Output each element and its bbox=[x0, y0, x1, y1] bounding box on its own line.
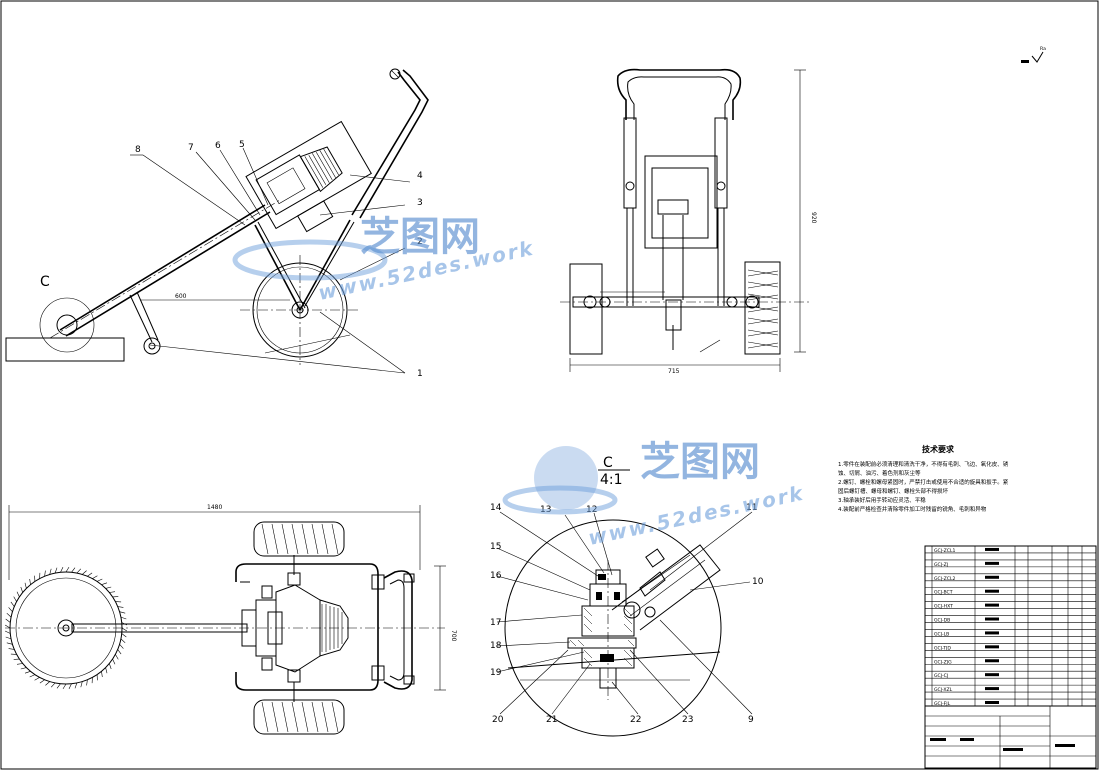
front-view bbox=[560, 68, 810, 372]
detail-hatching bbox=[569, 607, 635, 667]
watermark-url-2: www.52des.work bbox=[586, 481, 807, 550]
watermark-brand-2: 芝图网 bbox=[640, 439, 760, 485]
tech-req-line-1: 1.零件在装配前必须清理和清洗干净，不得有毛刺、飞边、氧化皮、锈 bbox=[838, 460, 1009, 468]
balloon-22: 22 bbox=[630, 715, 641, 725]
dim-overall-length: 1480 bbox=[207, 504, 222, 511]
balloon-20: 20 bbox=[492, 715, 504, 725]
detail-scale: 4:1 bbox=[600, 472, 623, 488]
dim-front-width: 715 bbox=[668, 368, 680, 375]
balloon-5: 5 bbox=[239, 140, 245, 150]
roughness-text: Ra bbox=[1040, 46, 1046, 52]
balloon-23: 23 bbox=[682, 715, 693, 725]
parts-list-code: GCJ-FJL bbox=[934, 701, 951, 707]
balloon-19: 19 bbox=[490, 668, 502, 678]
top-view bbox=[4, 505, 446, 735]
parts-list-code: GCJ-ZCL1 bbox=[934, 548, 956, 554]
tire-tread bbox=[747, 269, 779, 349]
parts-list-code: GCJ-ZCL2 bbox=[934, 576, 956, 582]
balloon-9: 9 bbox=[748, 715, 754, 725]
balloon-1: 1 bbox=[417, 369, 423, 379]
tech-req-line-4: 固后螺钉槽、螺母和螺钉、螺栓头部不得损坏 bbox=[838, 487, 949, 495]
dim-side-length: 600 bbox=[175, 293, 187, 300]
tech-req-line-2: 蚀、切屑、油污、着色剂和灰尘等 bbox=[838, 469, 921, 477]
balloon-14: 14 bbox=[490, 503, 502, 513]
detail-label-c: C bbox=[603, 455, 613, 471]
saw-teeth bbox=[4, 566, 128, 690]
parts-list-code: GCJ-DB bbox=[934, 618, 950, 624]
watermark: 芝图网 www.52des.work bbox=[232, 214, 537, 305]
dim-side-width: 700 bbox=[450, 630, 457, 642]
balloon-11: 11 bbox=[746, 503, 757, 513]
watermark-brand: 芝图网 bbox=[360, 214, 480, 260]
parts-list-code: GCJ-LB bbox=[934, 631, 949, 637]
parts-list-code: GCJ-HXT bbox=[934, 604, 953, 610]
parts-list-code: GCJ-BCT bbox=[934, 590, 953, 596]
tech-req-line-3: 2.螺钉、螺栓和螺母紧固时，严禁打击或使用不合适的旋具和扳手。紧 bbox=[838, 478, 1009, 486]
front-view-labels: 715 920 bbox=[668, 212, 817, 375]
parts-list-code: GCJ-ZJ bbox=[934, 562, 948, 568]
side-view bbox=[5, 68, 429, 374]
parts-list-code: GCJ-ZJG bbox=[934, 659, 952, 665]
parts-list-code: GCJ-TJD bbox=[934, 645, 951, 651]
parts-list-code: GCJ-CJ bbox=[934, 673, 948, 679]
balloon-7: 7 bbox=[188, 143, 194, 153]
balloon-4: 4 bbox=[417, 171, 423, 181]
balloon-18: 18 bbox=[490, 641, 502, 651]
parts-list-code: GCJ-XZL bbox=[934, 687, 953, 693]
tech-req-line-6: 4.装配前严格检查并清除零件加工时残留的锐角、毛刺和异物 bbox=[838, 505, 987, 513]
side-view-labels: 8 7 6 5 4 3 2 1 C 600 bbox=[40, 140, 423, 379]
balloon-2: 2 bbox=[417, 237, 423, 247]
watermark-2: 芝图网 www.52des.work bbox=[502, 439, 807, 550]
roughness-symbol: Ra bbox=[1021, 46, 1046, 63]
balloon-17: 17 bbox=[490, 618, 501, 628]
section-label-c: C bbox=[40, 274, 50, 290]
balloon-16: 16 bbox=[490, 571, 502, 581]
tech-requirements-title: 技术要求 bbox=[922, 444, 955, 454]
balloon-15: 15 bbox=[490, 542, 501, 552]
balloon-3: 3 bbox=[417, 198, 423, 208]
tech-req-line-5: 3.轴承装好后用手转动应灵活、平稳 bbox=[838, 496, 926, 504]
balloon-21: 21 bbox=[546, 715, 557, 725]
tech-requirements: 技术要求 1.零件在装配前必须清理和清洗干净，不得有毛刺、飞边、氧化皮、锈 蚀、… bbox=[838, 444, 1009, 513]
balloon-10: 10 bbox=[752, 577, 764, 587]
dim-front-height: 920 bbox=[810, 212, 817, 224]
top-view-labels: 1480 700 bbox=[207, 504, 457, 642]
wheel-treads bbox=[261, 523, 339, 733]
balloon-6: 6 bbox=[215, 141, 221, 151]
balloon-8: 8 bbox=[135, 145, 141, 155]
detail-view bbox=[496, 511, 753, 737]
